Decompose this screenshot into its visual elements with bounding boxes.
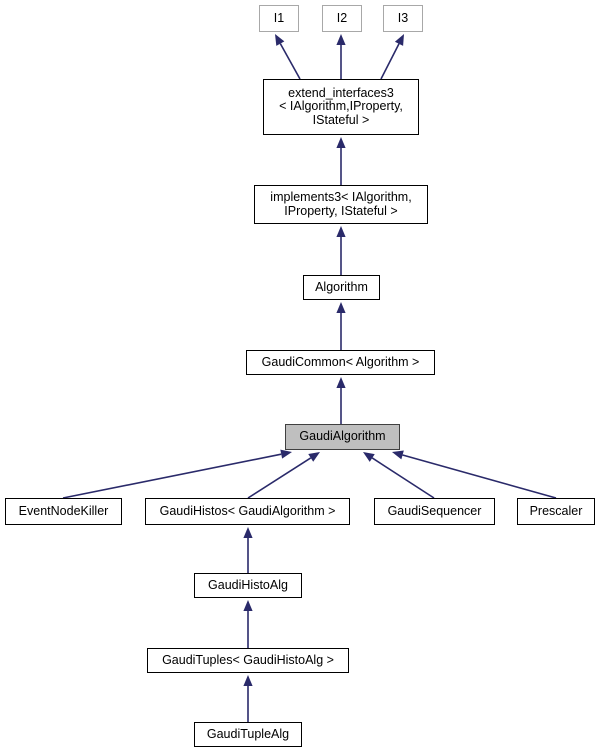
class-node-implements3[interactable]: implements3< IAlgorithm, IProperty, ISta… xyxy=(254,185,428,224)
class-node-prescaler[interactable]: Prescaler xyxy=(517,498,595,525)
inheritance-arrow xyxy=(247,452,320,499)
inheritance-arrow xyxy=(363,452,435,499)
class-node-i1[interactable]: I1 xyxy=(259,5,299,32)
inheritance-arrow xyxy=(243,675,253,722)
inheritance-arrow xyxy=(336,137,346,185)
class-node-label: GaudiTuples< GaudiHistoAlg > xyxy=(162,652,334,667)
inheritance-arrow xyxy=(243,527,253,573)
inheritance-arrow xyxy=(336,302,346,350)
class-node-label: GaudiCommon< Algorithm > xyxy=(261,354,420,369)
class-node-label: GaudiTupleAlg xyxy=(206,726,290,741)
class-node-gauditupleshisto[interactable]: GaudiTuples< GaudiHistoAlg > xyxy=(147,648,349,673)
class-node-i3[interactable]: I3 xyxy=(383,5,423,32)
class-node-label: GaudiAlgorithm xyxy=(299,429,386,444)
inheritance-arrow xyxy=(275,34,301,80)
inheritance-arrow xyxy=(243,600,253,648)
inheritance-arrow xyxy=(62,449,292,499)
class-node-label: Algorithm xyxy=(315,279,368,294)
class-node-eventnodekiller[interactable]: EventNodeKiller xyxy=(5,498,122,525)
class-node-label: Prescaler xyxy=(529,503,583,518)
class-node-label: implements3< IAlgorithm, IProperty, ISta… xyxy=(270,190,412,218)
class-node-i2[interactable]: I2 xyxy=(322,5,362,32)
class-node-label: extend_interfaces3 < IAlgorithm,IPropert… xyxy=(279,85,403,127)
inheritance-arrow xyxy=(336,34,346,79)
class-node-gaudihistoalg[interactable]: GaudiHistoAlg xyxy=(194,573,302,598)
class-node-gaudialgorithm[interactable]: GaudiAlgorithm xyxy=(285,424,400,450)
class-node-gaudisequencer[interactable]: GaudiSequencer xyxy=(374,498,495,525)
inheritance-arrow xyxy=(380,34,404,80)
class-node-label: GaudiSequencer xyxy=(387,503,482,518)
class-node-label: EventNodeKiller xyxy=(18,503,109,518)
inheritance-arrow xyxy=(392,450,557,499)
class-node-algorithm[interactable]: Algorithm xyxy=(303,275,380,300)
class-node-gaudituplealg[interactable]: GaudiTupleAlg xyxy=(194,722,302,747)
class-node-label: GaudiHistos< GaudiAlgorithm > xyxy=(159,503,336,518)
inheritance-arrow xyxy=(336,226,346,275)
inheritance-arrow xyxy=(336,377,346,424)
class-node-label: I3 xyxy=(397,10,409,25)
class-node-label: I2 xyxy=(336,10,348,25)
class-node-gaudihistos[interactable]: GaudiHistos< GaudiAlgorithm > xyxy=(145,498,350,525)
class-node-gaudicommon[interactable]: GaudiCommon< Algorithm > xyxy=(246,350,435,375)
class-node-label: GaudiHistoAlg xyxy=(208,577,288,592)
class-node-extend_interfaces3[interactable]: extend_interfaces3 < IAlgorithm,IPropert… xyxy=(263,79,419,135)
class-node-label: I1 xyxy=(273,10,285,25)
